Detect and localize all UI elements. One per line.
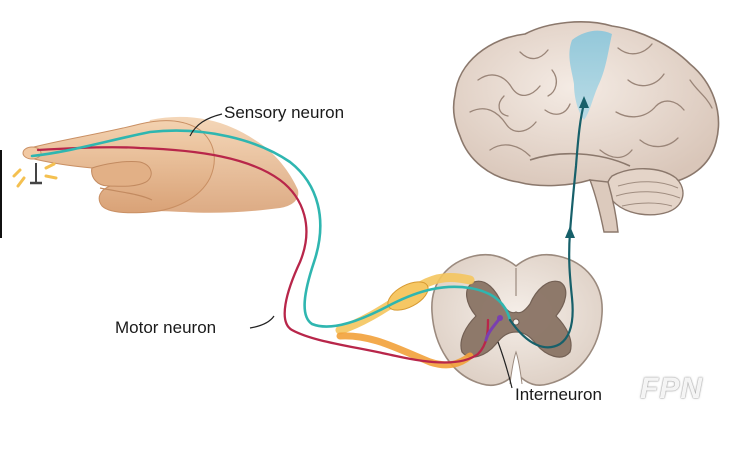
image-border-fragment — [0, 150, 2, 238]
pain-rays-icon — [12, 162, 58, 188]
spinal-cord-section — [431, 253, 603, 387]
motor-neuron-label: Motor neuron — [115, 318, 217, 337]
pin-stimulus — [30, 163, 42, 185]
sensory-leader-line — [189, 113, 223, 137]
sensory-neuron-label: Sensory neuron — [224, 103, 345, 122]
tract-arrow-cord — [565, 226, 575, 238]
hand-illustration — [22, 116, 299, 214]
interneuron-leader-line — [497, 341, 513, 389]
brainstem — [588, 179, 619, 233]
ascending-tract — [508, 102, 586, 349]
sensory-cortex-highlight — [569, 30, 612, 120]
motor-neuron-pathway — [36, 146, 490, 364]
curled-fingers — [91, 161, 152, 187]
interneuron-label: Interneuron — [515, 385, 602, 404]
tract-arrow-brain — [579, 96, 589, 108]
brain-illustration — [452, 21, 720, 233]
sensory-neuron-pathway — [30, 129, 512, 328]
watermark-logo: FPN — [640, 372, 703, 405]
motor-leader-line — [249, 315, 275, 329]
